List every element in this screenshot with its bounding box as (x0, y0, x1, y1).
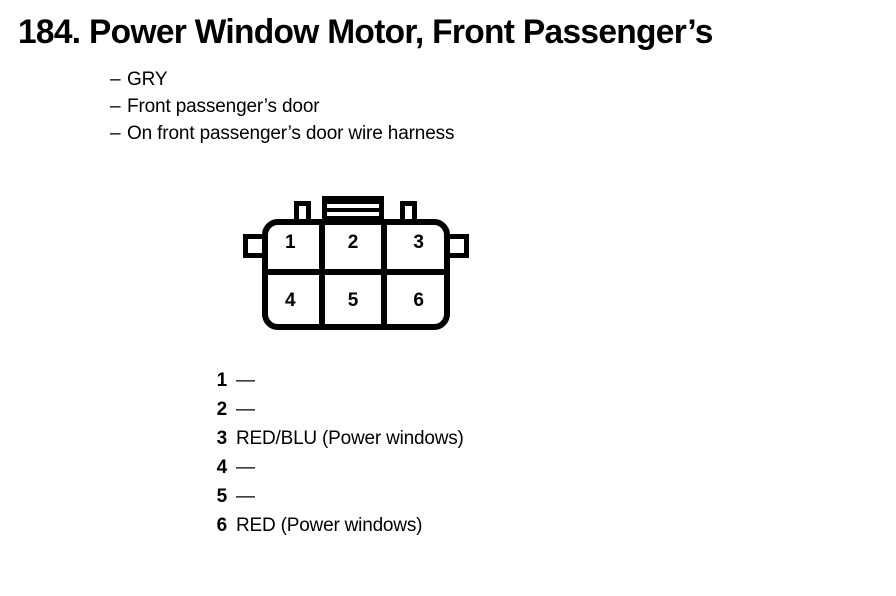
connector-cavity-grid: 1 2 3 4 5 6 (262, 219, 450, 330)
connector-cavity: 2 (324, 219, 388, 275)
pin-value: RED/BLU (Power windows) (236, 428, 464, 449)
latch-rib (327, 212, 379, 216)
connector-tab-right-icon (400, 201, 417, 224)
pin-value: RED (Power windows) (236, 515, 423, 536)
description-item: –On front passenger’s door wire harness (110, 120, 750, 147)
cavity-number: 3 (413, 231, 424, 253)
description-item-label: GRY (127, 69, 168, 90)
connector-cavity: 4 (262, 274, 325, 330)
description-list: –GRY –Front passenger’s door –On front p… (110, 66, 750, 147)
pin-assignment-row: 5 — (203, 486, 464, 515)
pin-assignment-row: 1 — (203, 370, 464, 399)
pin-value: — (236, 399, 255, 420)
connector-tab-left-icon (294, 201, 311, 224)
cavity-number: 6 (413, 290, 424, 312)
pin-assignment-list: 1 — 2 — 3 RED/BLU (Power windows) 4 — 5 … (203, 370, 464, 544)
latch-rib (327, 204, 379, 208)
bullet-dash-icon: – (110, 69, 121, 90)
pin-number: 3 (216, 428, 228, 449)
pin-value: — (236, 370, 255, 391)
pin-assignment-row: 2 — (203, 399, 464, 428)
pin-assignment-row: 4 — (203, 457, 464, 486)
cavity-number: 4 (285, 290, 296, 312)
connector-ear-right-icon (447, 234, 469, 258)
connector-cavity: 1 (262, 219, 325, 275)
pin-number: 2 (216, 399, 228, 420)
pin-value: — (236, 457, 255, 478)
cavity-number: 2 (347, 231, 359, 253)
connector-diagram: 1 2 3 4 5 6 (240, 196, 472, 332)
connector-ear-left-icon (243, 234, 265, 258)
description-item-label: On front passenger’s door wire harness (127, 123, 455, 144)
pin-assignment-row: 6 RED (Power windows) (203, 515, 464, 544)
page-title: 184. Power Window Motor, Front Passenger… (18, 13, 713, 51)
cavity-number: 5 (347, 290, 359, 312)
description-item: –GRY (110, 66, 750, 93)
pin-assignment-row: 3 RED/BLU (Power windows) (203, 428, 464, 457)
connector-cavity: 3 (387, 219, 450, 275)
pin-number: 4 (216, 457, 228, 478)
description-item-label: Front passenger’s door (127, 96, 320, 117)
pin-number: 5 (216, 486, 228, 507)
bullet-dash-icon: – (110, 123, 121, 144)
pin-number: 6 (216, 515, 228, 536)
connector-body-outline (262, 219, 450, 330)
pin-value: — (236, 486, 255, 507)
pin-number: 1 (216, 370, 228, 391)
connector-cavity: 5 (325, 274, 388, 330)
description-item: –Front passenger’s door (110, 93, 750, 120)
connector-cavity: 6 (387, 275, 450, 331)
bullet-dash-icon: – (110, 96, 121, 117)
cavity-number: 1 (285, 231, 296, 253)
